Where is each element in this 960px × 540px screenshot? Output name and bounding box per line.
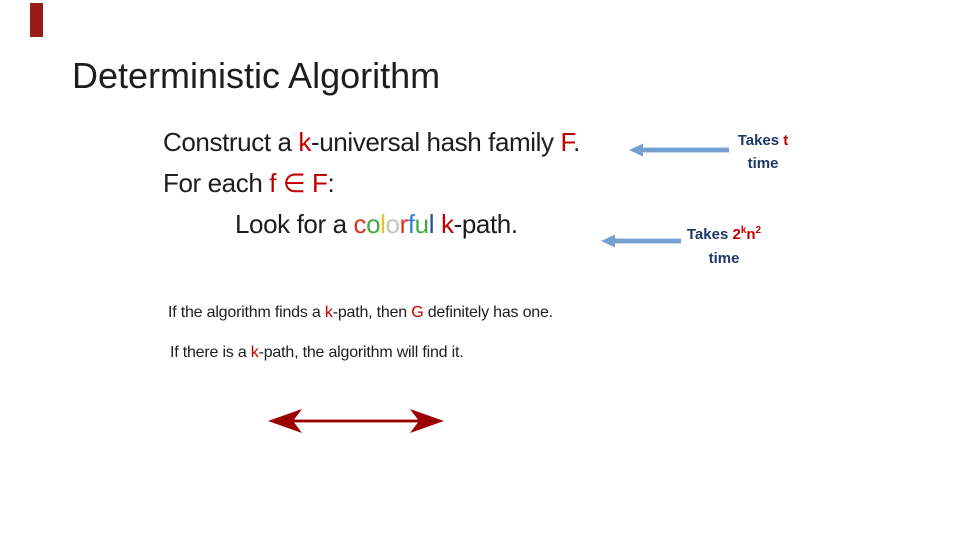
k-highlight: k (298, 127, 311, 157)
text-segment: : (327, 168, 335, 198)
statement-soundness: If the algorithm finds a k-path, then G … (168, 304, 553, 322)
time-label-line2: time (747, 155, 779, 172)
time-label-2kn2: Takes 2kn2 time (672, 219, 776, 271)
text-segment: For each (163, 168, 270, 198)
text-segment (434, 209, 441, 239)
text-segment: -path, then (332, 304, 412, 321)
accent-bar (30, 3, 43, 37)
pseudocode-line-foreach: For each f ∈ F: (163, 168, 335, 199)
colorful-letter: c (353, 209, 367, 239)
time-label-line2: time (708, 250, 740, 267)
colorful-letter: l (380, 209, 386, 239)
F-highlight: F (560, 127, 574, 157)
time-label-line1: Takes 2kn2 (686, 225, 762, 243)
text-segment: -path, the algorithm will find it. (258, 344, 464, 361)
complexity-highlight: 2kn2 (732, 225, 762, 243)
G-highlight: G (411, 304, 424, 321)
colorful-letter: r (399, 209, 409, 239)
text-segment: -universal hash family (310, 127, 561, 157)
text-segment: definitely has one. (423, 304, 553, 321)
text-segment: If there is a (170, 344, 251, 361)
k-highlight: k (250, 344, 259, 361)
colorful-letter: o (385, 209, 400, 239)
left-arrow-icon (601, 234, 681, 248)
time-label-line1: Takes t (737, 132, 789, 149)
t-highlight: t (783, 132, 789, 149)
k-highlight: k (440, 209, 454, 239)
left-arrow-icon (629, 143, 729, 157)
colorful-letter: o (366, 209, 381, 239)
colorful-letter: f (407, 209, 415, 239)
statement-completeness: If there is a k-path, the algorithm will… (170, 344, 464, 362)
text-segment: -path. (453, 209, 518, 239)
text-segment: If the algorithm finds a (168, 304, 325, 321)
text-segment: Construct a (163, 127, 299, 157)
colorful-letter: u (414, 209, 429, 239)
page-title: Deterministic Algorithm (72, 55, 441, 96)
text-segment: . (573, 127, 580, 157)
pseudocode-line-look: Look for a colorful k-path. (235, 209, 518, 240)
double-arrow-icon (268, 405, 444, 437)
f-in-F-highlight: f ∈ F (269, 168, 328, 198)
colorful-letter: l (428, 209, 435, 239)
time-label-t: Takes t time (722, 129, 804, 175)
text-segment: Look for a (235, 209, 354, 239)
k-highlight: k (324, 304, 333, 321)
pseudocode-line-construct: Construct a k-universal hash family F. (163, 127, 580, 158)
